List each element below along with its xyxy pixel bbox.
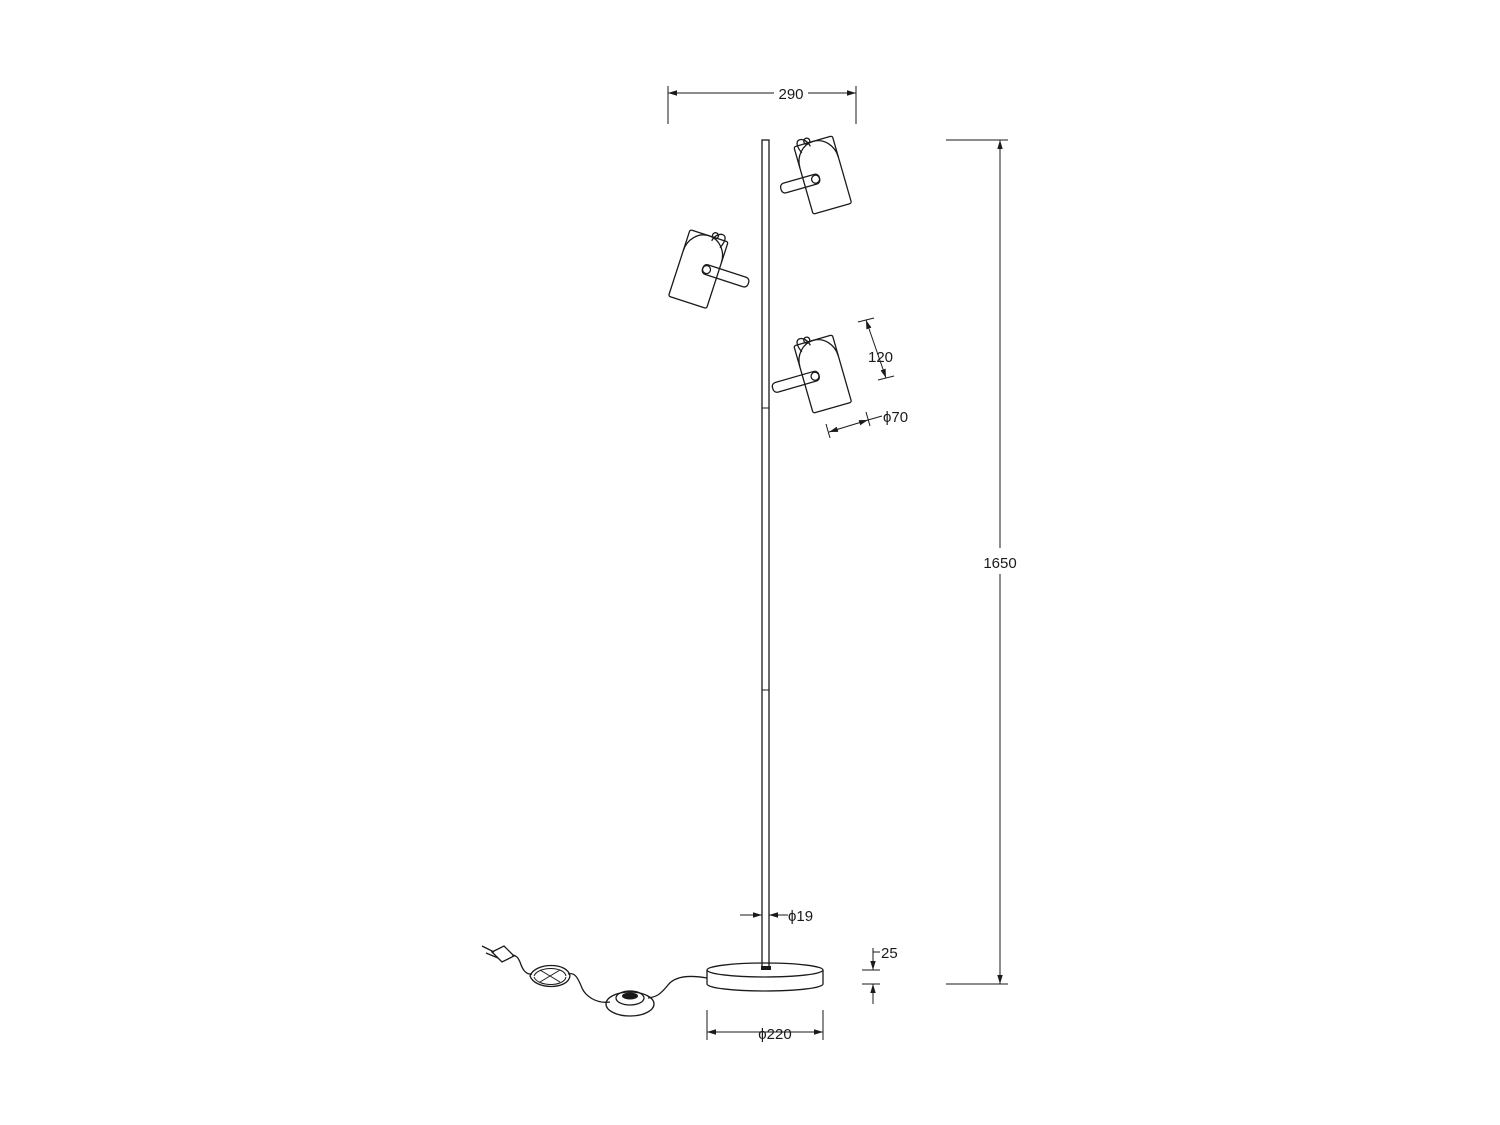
- power-plug: [481, 945, 516, 963]
- foot-switch: [605, 990, 655, 1017]
- pole: [761, 139, 770, 969]
- height-dimension-label: 1650: [983, 555, 1016, 572]
- height-dimension: 1650: [946, 139, 1017, 985]
- shade-length-dimension: 120: [857, 317, 895, 381]
- base-diameter-dimension: ϕ220: [706, 1010, 824, 1043]
- shade-diameter-label: ϕ70: [883, 409, 908, 426]
- width-dimension: 290: [667, 86, 857, 124]
- pole-diameter-dimension: ϕ19: [740, 908, 813, 925]
- lower-right-spotlight: [771, 334, 852, 414]
- power-cable: [511, 954, 708, 1003]
- shade-length-label: 120: [868, 349, 893, 366]
- upper-right-spotlight: [779, 135, 852, 215]
- lamp-base: [706, 962, 824, 992]
- upper-left-spotlight: [668, 229, 750, 309]
- pole-diameter-label: ϕ19: [788, 908, 813, 925]
- width-dimension-label: 290: [778, 86, 803, 103]
- shade-diameter-dimension: ϕ70: [825, 409, 908, 439]
- base-height-label: 25: [881, 945, 898, 962]
- base-height-dimension: 25: [862, 945, 898, 1004]
- base-diameter-label: ϕ220: [758, 1026, 791, 1043]
